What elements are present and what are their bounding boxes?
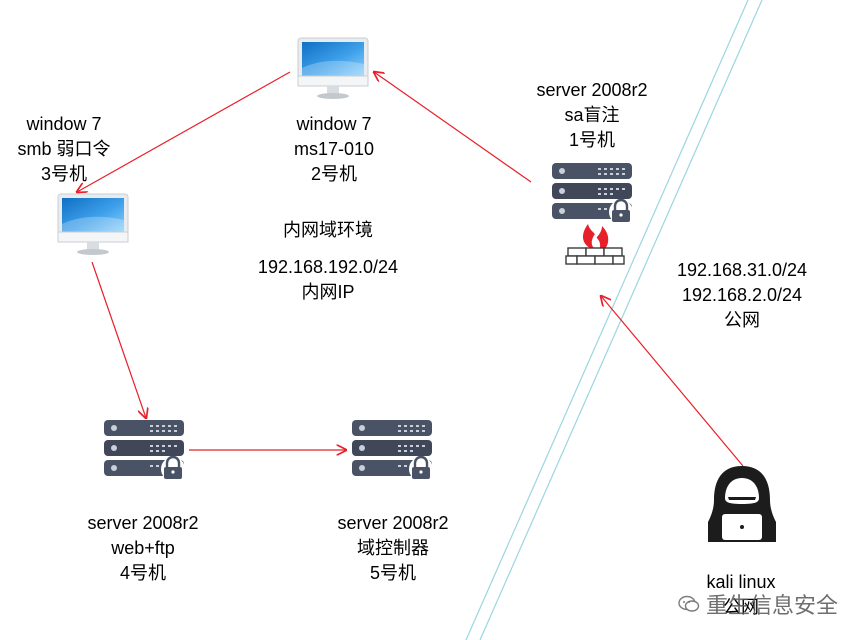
node-vuln: web+ftp (111, 538, 175, 558)
node-label-srv-web: server 2008r2 web+ftp 4号机 (87, 511, 198, 586)
node-vuln: 域控制器 (357, 538, 429, 558)
zone-title: 内网域环境 (282, 220, 373, 240)
zone-subnet: 192.168.2.0/24 (681, 285, 803, 305)
wechat-icon (678, 595, 700, 612)
attack-arrows (77, 71, 744, 467)
node-os: server 2008r2 (337, 513, 449, 533)
arrow-sa-to-win7-ms17 (374, 72, 532, 183)
node-os: server 2008r2 (87, 513, 199, 533)
zone-desc: 内网IP (301, 282, 355, 302)
hacker-icon (708, 466, 776, 542)
node-os: kali linux (706, 572, 776, 592)
zone-subnet: 192.168.192.0/24 (257, 257, 399, 277)
node-label-win7-ms17: window 7 ms17-010 2号机 (294, 112, 374, 187)
node-label-srv-sa: server 2008r2 sa盲注 1号机 (536, 78, 647, 153)
node-vuln: sa盲注 (564, 105, 620, 125)
server-icon (550, 161, 635, 226)
node-id: 4号机 (119, 563, 166, 583)
watermark: 重生信息安全 (678, 588, 838, 620)
node-os: server 2008r2 (536, 80, 648, 100)
node-label-kali: kali linux 公网 (706, 570, 775, 620)
node-id: 3号机 (40, 164, 88, 184)
arrow-win7-smb-to-web (91, 261, 146, 418)
firewall-icon (565, 224, 625, 265)
node-vuln: ms17-010 (293, 139, 375, 159)
monitor-icon (57, 193, 129, 256)
node-label-win7-smb: window 7 smb 弱口令 3号机 (17, 112, 110, 187)
arrow-win7-ms17-to-win7-smb (77, 71, 291, 192)
node-zone: 公网 (723, 597, 759, 617)
server-icon (102, 418, 187, 483)
zone-label-public: 192.168.31.0/24 192.168.2.0/24 公网 (677, 258, 807, 333)
node-id: 5号机 (369, 563, 416, 583)
zone-label-intranet: 内网域环境 192.168.192.0/24 内网IP (258, 218, 398, 305)
node-label-srv-dc: server 2008r2 域控制器 5号机 (337, 511, 448, 586)
zone-subnet: 192.168.31.0/24 (676, 260, 808, 280)
server-icon (350, 418, 435, 483)
node-id: 2号机 (310, 164, 358, 184)
node-vuln: smb 弱口令 (17, 139, 111, 159)
arrow-kali-to-sa (601, 296, 744, 467)
zone-desc: 公网 (724, 310, 760, 330)
watermark-text: 重生信息安全 (706, 593, 839, 618)
monitor-icon (297, 37, 369, 100)
node-os: window 7 (26, 114, 102, 134)
node-id: 1号机 (568, 130, 615, 150)
node-os: window 7 (296, 114, 372, 134)
